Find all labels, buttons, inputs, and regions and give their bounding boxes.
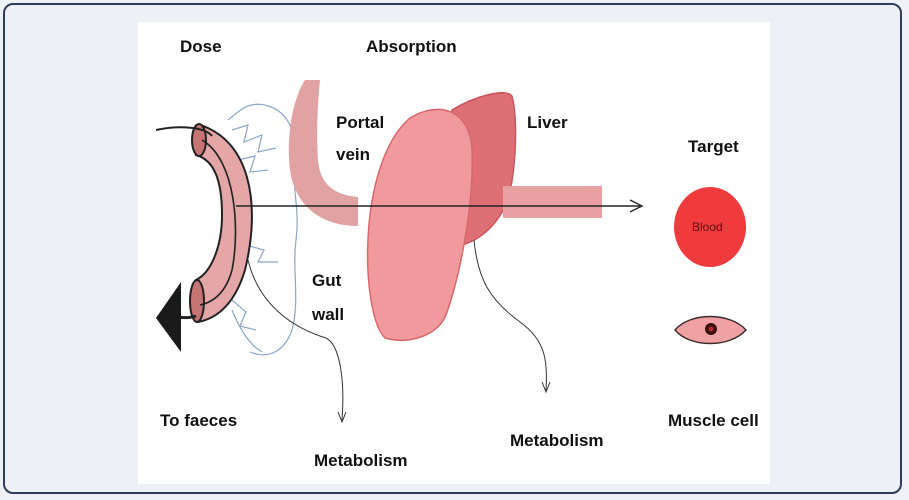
gut-wall-label-line1: Gut <box>312 271 342 290</box>
absorption-arrowhead <box>629 199 644 213</box>
absorption-label: Absorption <box>366 37 457 56</box>
target-label: Target <box>688 137 739 156</box>
muscle-cell-label: Muscle cell <box>668 411 759 430</box>
gut-metabolism-arrowhead <box>337 411 347 424</box>
portal-vein-label-line2: vein <box>336 145 370 164</box>
gut-metabolism-arrow <box>247 259 344 421</box>
blood-label: Blood <box>692 220 723 234</box>
dose-inflow-line <box>155 126 213 137</box>
gut-wall-label-line2: wall <box>311 305 344 324</box>
muscle-cell <box>674 315 747 345</box>
gut-metabolism-label: Metabolism <box>314 451 408 470</box>
portal-vein-label-line1: Portal <box>336 113 384 132</box>
faeces-arrowhead <box>156 282 181 352</box>
portal-vein <box>288 80 358 226</box>
gut-tube <box>189 123 253 324</box>
hepatic-outflow-bar <box>503 186 602 218</box>
liver-label: Liver <box>527 113 568 132</box>
to-faeces-label: To faeces <box>160 411 237 430</box>
liver-metabolism-arrow <box>473 239 547 391</box>
liver-metabolism-arrowhead <box>541 381 551 394</box>
blood-target <box>674 187 746 267</box>
liver-front-lobe <box>366 108 473 341</box>
liver-metabolism-label: Metabolism <box>510 431 604 450</box>
dose-label: Dose <box>180 37 222 56</box>
gut-capillaries <box>227 103 298 356</box>
